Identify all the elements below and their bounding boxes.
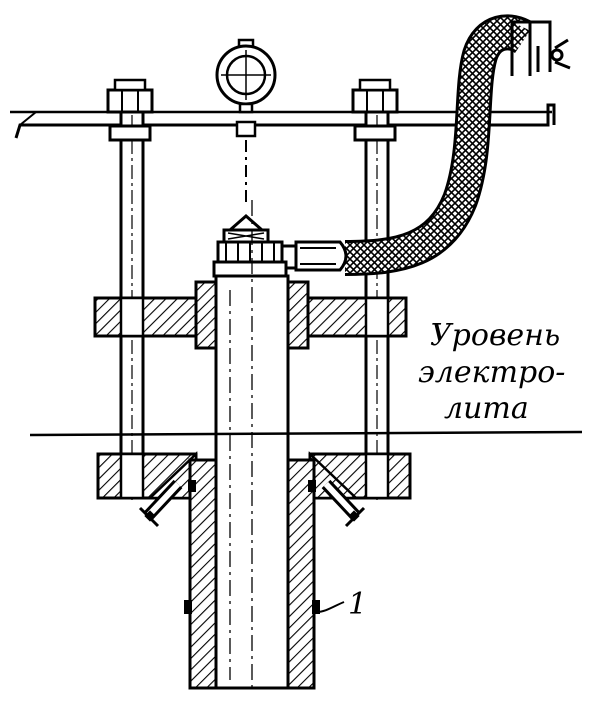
part-1-leader [315, 601, 345, 613]
nut-right-bottom [353, 124, 397, 142]
electrolyte-level-label-line1: Уровень [430, 318, 560, 353]
electrolyte-level-label-line2: электро- [418, 355, 565, 390]
dial-gauge [215, 38, 277, 205]
electrolyte-level-line [29, 430, 583, 437]
nut-right-top [351, 88, 399, 114]
angled-screw-right [321, 479, 366, 528]
hose-coupling [280, 240, 348, 272]
part-number-label: 1 [348, 587, 367, 622]
tie-rod-left [106, 78, 154, 500]
electrolyte-level-label-line3: лита [444, 391, 529, 426]
angled-screw-left [138, 479, 183, 528]
braided-hose [344, 14, 535, 276]
upper-clamp-plate [93, 280, 408, 350]
lower-sleeve [184, 458, 320, 690]
nut-left-bottom [108, 124, 152, 142]
tie-rod-right [351, 78, 399, 500]
electrode-head [212, 214, 288, 278]
nut-left-top [106, 88, 154, 114]
hose-fitting [510, 20, 571, 76]
